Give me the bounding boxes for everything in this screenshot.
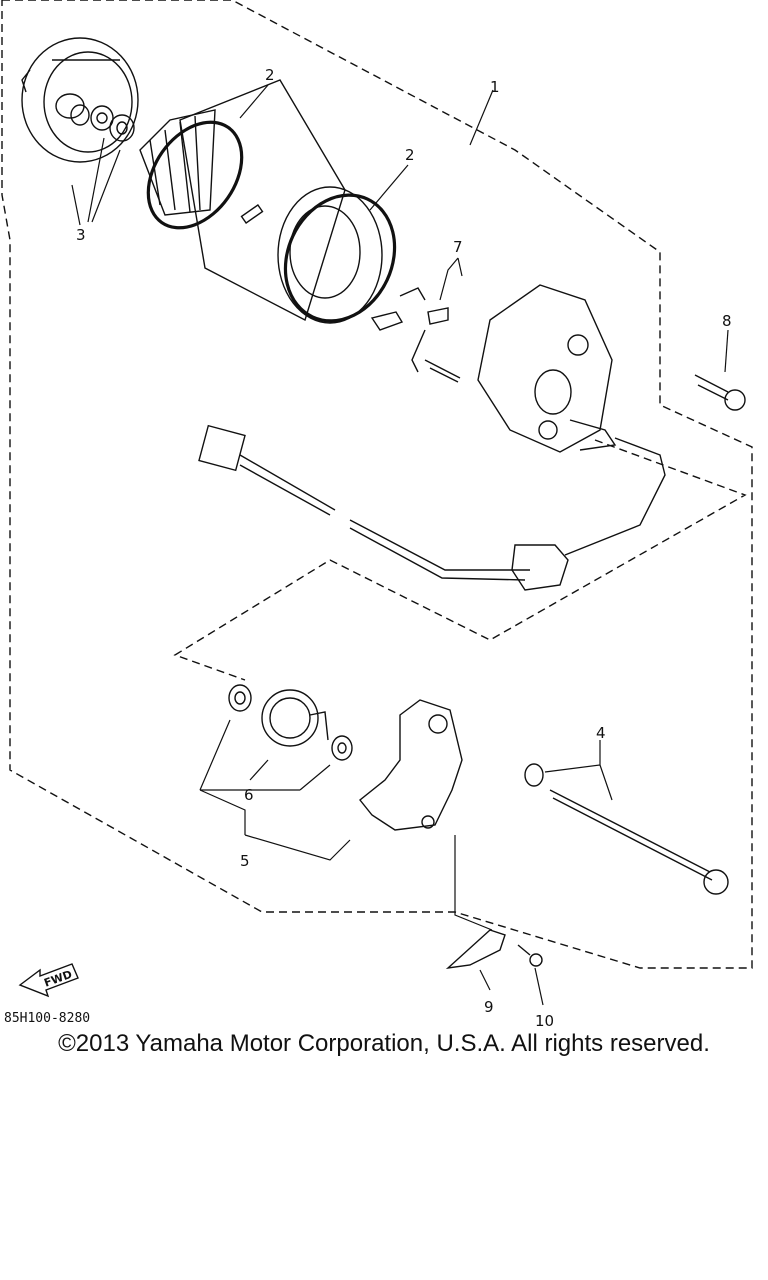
drawing-code: 85H100-8280 <box>4 1011 90 1026</box>
idler-gear-assembly <box>228 684 353 761</box>
callout-10: 10 <box>535 1012 554 1030</box>
callout-3: 3 <box>76 226 86 244</box>
front-cover <box>477 284 617 453</box>
fwd-label: FWD <box>42 968 73 990</box>
o-ring-right <box>283 193 397 323</box>
callout-6: 6 <box>244 786 254 804</box>
exploded-parts-diagram: 1 2 2 3 4 5 6 7 8 9 10 FWD 85H100-8280 <box>1 0 753 1030</box>
armature <box>139 109 216 216</box>
callout-8: 8 <box>722 312 732 330</box>
lead-wire <box>198 424 666 591</box>
callout-4: 4 <box>596 724 606 742</box>
screw-8 <box>694 374 746 411</box>
assembly-boundary <box>1 0 753 969</box>
leader-lines <box>71 84 729 1006</box>
callout-7: 7 <box>453 238 463 256</box>
through-bolt-set <box>524 763 729 895</box>
callout-9: 9 <box>484 998 494 1016</box>
screw-10 <box>517 944 543 967</box>
callout-5: 5 <box>240 852 250 870</box>
callout-2-right: 2 <box>405 146 415 164</box>
wire-bracket-lines <box>173 439 747 681</box>
copyright-notice: ©2013 Yamaha Motor Corporation, U.S.A. A… <box>58 1030 710 1057</box>
callout-1: 1 <box>490 78 500 96</box>
rear-cover <box>21 37 139 163</box>
o-ring-left <box>146 120 244 230</box>
motor-yoke <box>179 79 383 324</box>
plate-9 <box>445 929 506 969</box>
washer-set <box>70 104 135 142</box>
fwd-arrow-icon <box>18 963 79 998</box>
brush-set <box>370 287 461 383</box>
gear-housing <box>359 699 463 831</box>
callout-2-left: 2 <box>265 66 275 84</box>
